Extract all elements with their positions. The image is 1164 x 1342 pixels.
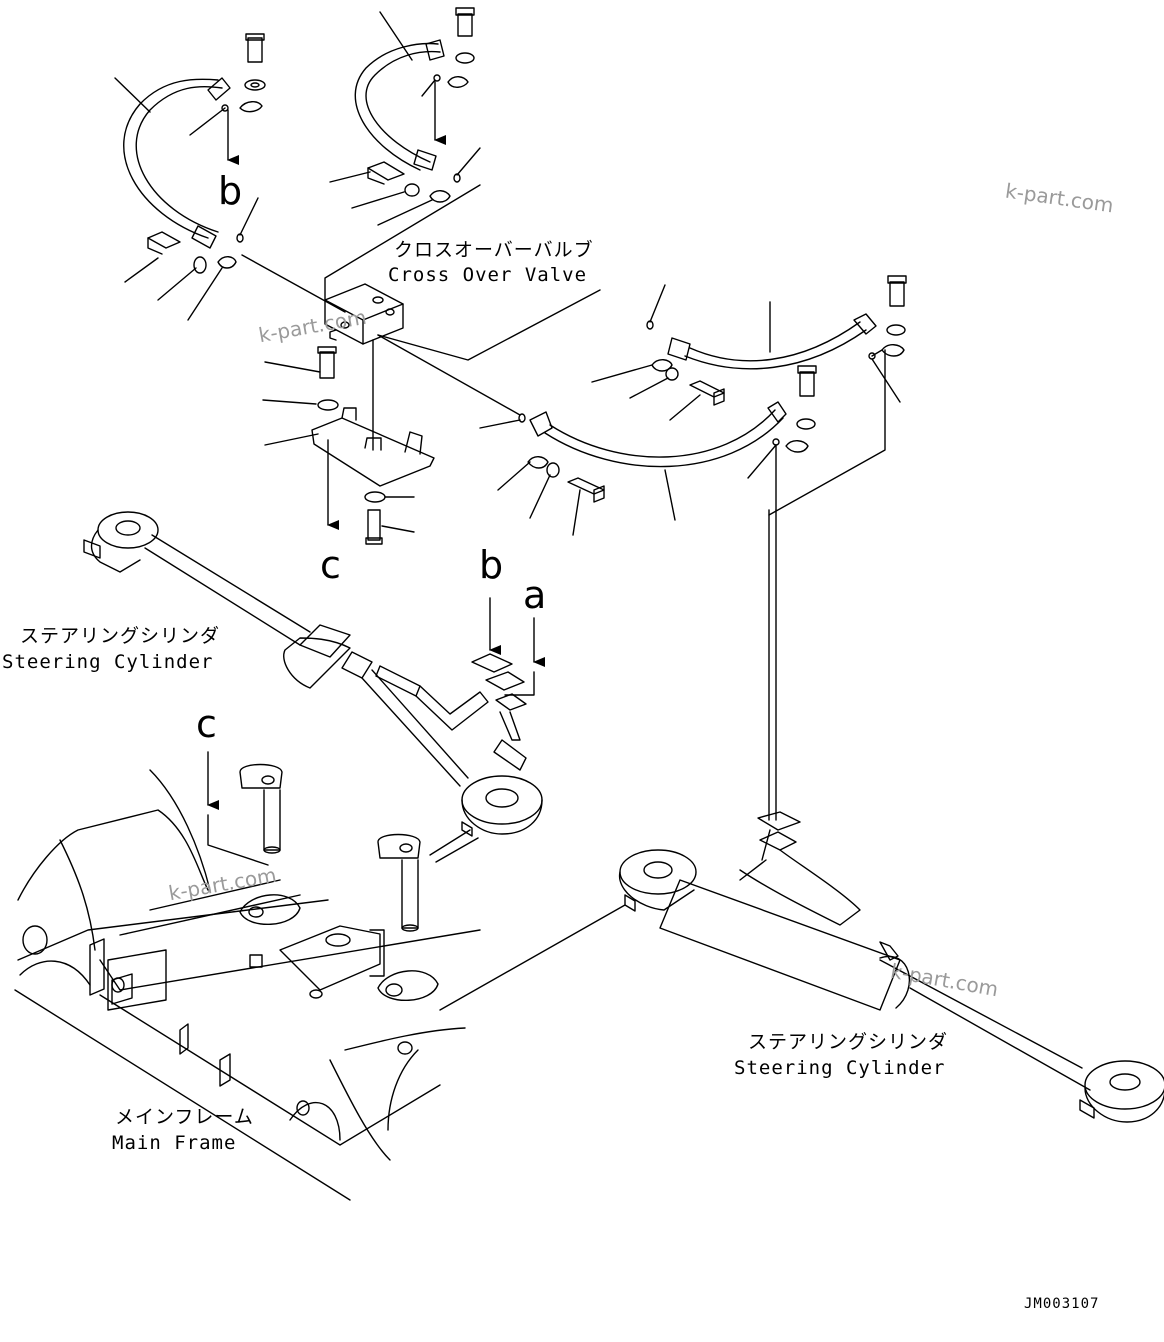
steering-cylinder-left-label-jp: ステアリングシリンダ	[20, 625, 221, 647]
hose-right-upper	[647, 285, 876, 369]
main-frame	[15, 770, 480, 1200]
fittings-upper-middle	[330, 8, 480, 225]
steering-cylinder-right-label-en: Steering Cylinder	[734, 1057, 946, 1079]
fittings-right-upper	[592, 276, 906, 420]
ref-letter-c-upper: c	[320, 543, 341, 587]
ref-letter-c-lower: c	[196, 702, 217, 746]
fittings-upper-left	[125, 34, 265, 320]
cross-over-valve-label-jp: クロスオーバーバルブ	[394, 239, 594, 261]
cylinder-hose-connection-left	[472, 598, 545, 770]
hose-right-lower	[378, 335, 786, 520]
callout-cross-over	[378, 290, 600, 360]
steering-cylinder-right	[440, 850, 1164, 1122]
steering-cylinder-left-label-en: Steering Cylinder	[2, 651, 214, 673]
steering-cylinder-right-label-jp: ステアリングシリンダ	[748, 1031, 949, 1053]
main-frame-label-jp: メインフレーム	[115, 1106, 254, 1128]
drawing-code: JM003107	[1024, 1296, 1100, 1312]
main-frame-label-en: Main Frame	[112, 1132, 237, 1154]
steel-pipe-right	[740, 350, 885, 880]
valve-mounting-plate	[263, 347, 434, 544]
hose-upper-left	[115, 78, 230, 248]
fittings-right-lower	[498, 366, 816, 535]
callout-lines-top	[242, 185, 480, 312]
hose-upper-middle	[355, 12, 444, 170]
ref-letter-a-lower: a	[523, 573, 547, 617]
cross-over-valve-label-en: Cross Over Valve	[388, 264, 588, 286]
steering-cylinder-left	[84, 512, 542, 862]
ref-letter-b-upper: b	[218, 169, 243, 213]
ref-letter-b-lower: b	[479, 543, 504, 587]
